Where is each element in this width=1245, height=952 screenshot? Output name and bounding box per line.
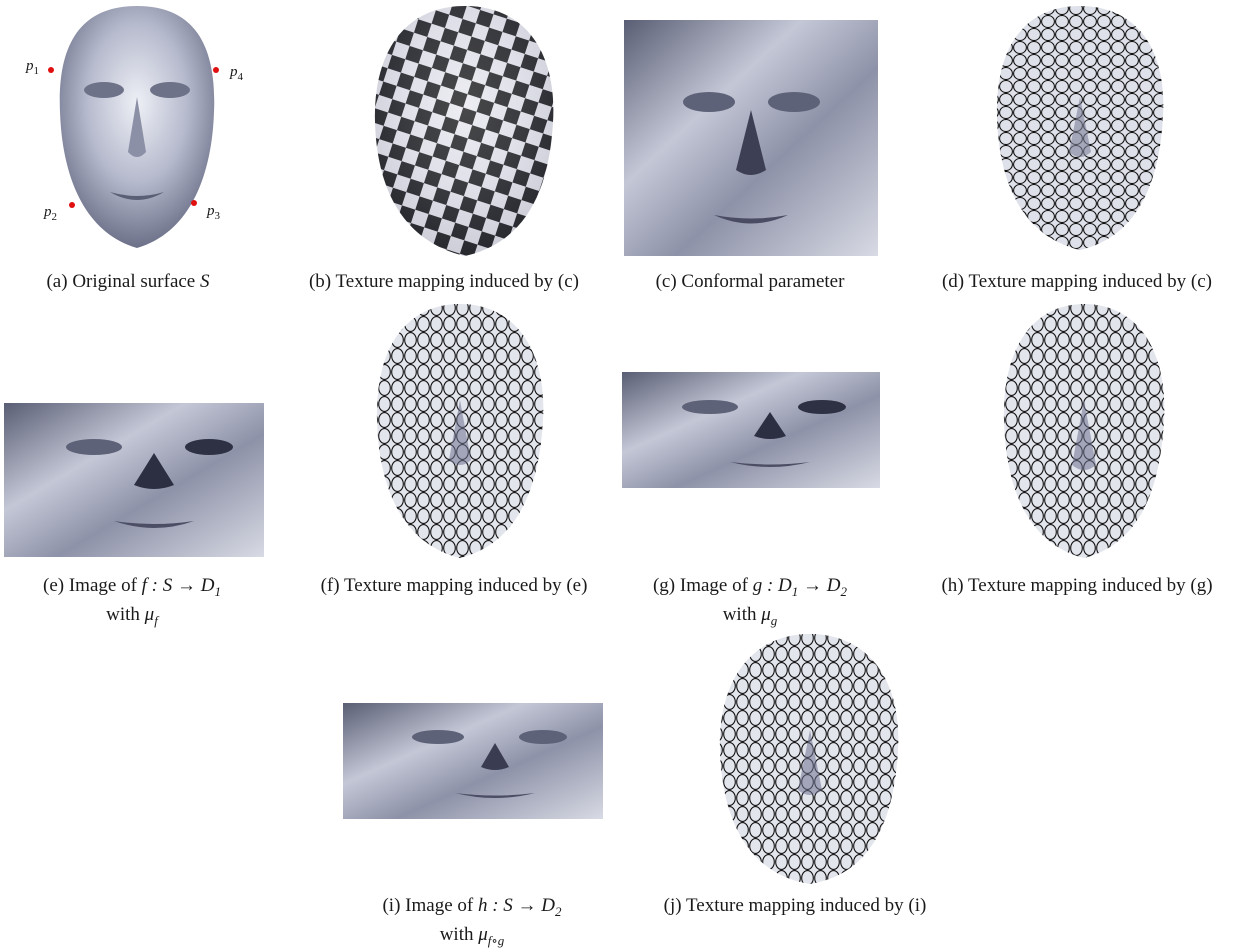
face-surface-image [59,6,215,248]
panel-d-circle-texture [985,2,1175,252]
panel-f-texture [365,300,555,562]
caption-i: (i) Image of h : S → D2 with μf∘g [382,895,562,948]
checkerboard-face-image [374,6,554,256]
landmark-label-p2: p2 [44,204,57,223]
image-of-g [622,372,880,488]
texture-face-f [376,304,544,558]
circle-texture-face-image [996,6,1164,250]
panel-h-texture [992,300,1176,562]
caption-a: (a) Original surface S [46,271,210,292]
caption-b: (b) Texture mapping induced by (c) [308,271,580,292]
landmark-label-p4: p4 [230,64,243,83]
panel-e-image-f [4,403,264,557]
texture-face-j [719,634,899,884]
caption-e: (e) Image of f : S → D1 with μf [43,575,221,628]
caption-d: (d) Texture mapping induced by (c) [941,271,1213,292]
conformal-parameter-image [624,20,878,256]
panel-c-conformal [624,20,878,256]
panel-a-original-surface [42,2,232,252]
caption-g: (g) Image of g : D1 → D2 with μg [652,575,847,628]
caption-f: (f) Texture mapping induced by (e) [320,575,588,596]
panel-j-texture [710,630,910,888]
caption-h: (h) Texture mapping induced by (g) [941,575,1213,596]
landmark-label-p1: p1 [26,58,39,77]
landmark-dot-p3 [191,200,197,206]
panel-g-image-g [622,372,880,488]
texture-face-h [1003,304,1165,558]
landmark-label-p3: p3 [207,203,220,222]
panel-i-image-h [343,703,603,819]
image-of-f [4,403,264,557]
caption-c: (c) Conformal parameter [655,271,845,292]
caption-j: (j) Texture mapping induced by (i) [663,895,927,916]
image-of-h [343,703,603,819]
panel-b-checkerboard [365,2,565,260]
landmark-dot-p4 [213,67,219,73]
landmark-dot-p1 [48,67,54,73]
landmark-dot-p2 [69,202,75,208]
